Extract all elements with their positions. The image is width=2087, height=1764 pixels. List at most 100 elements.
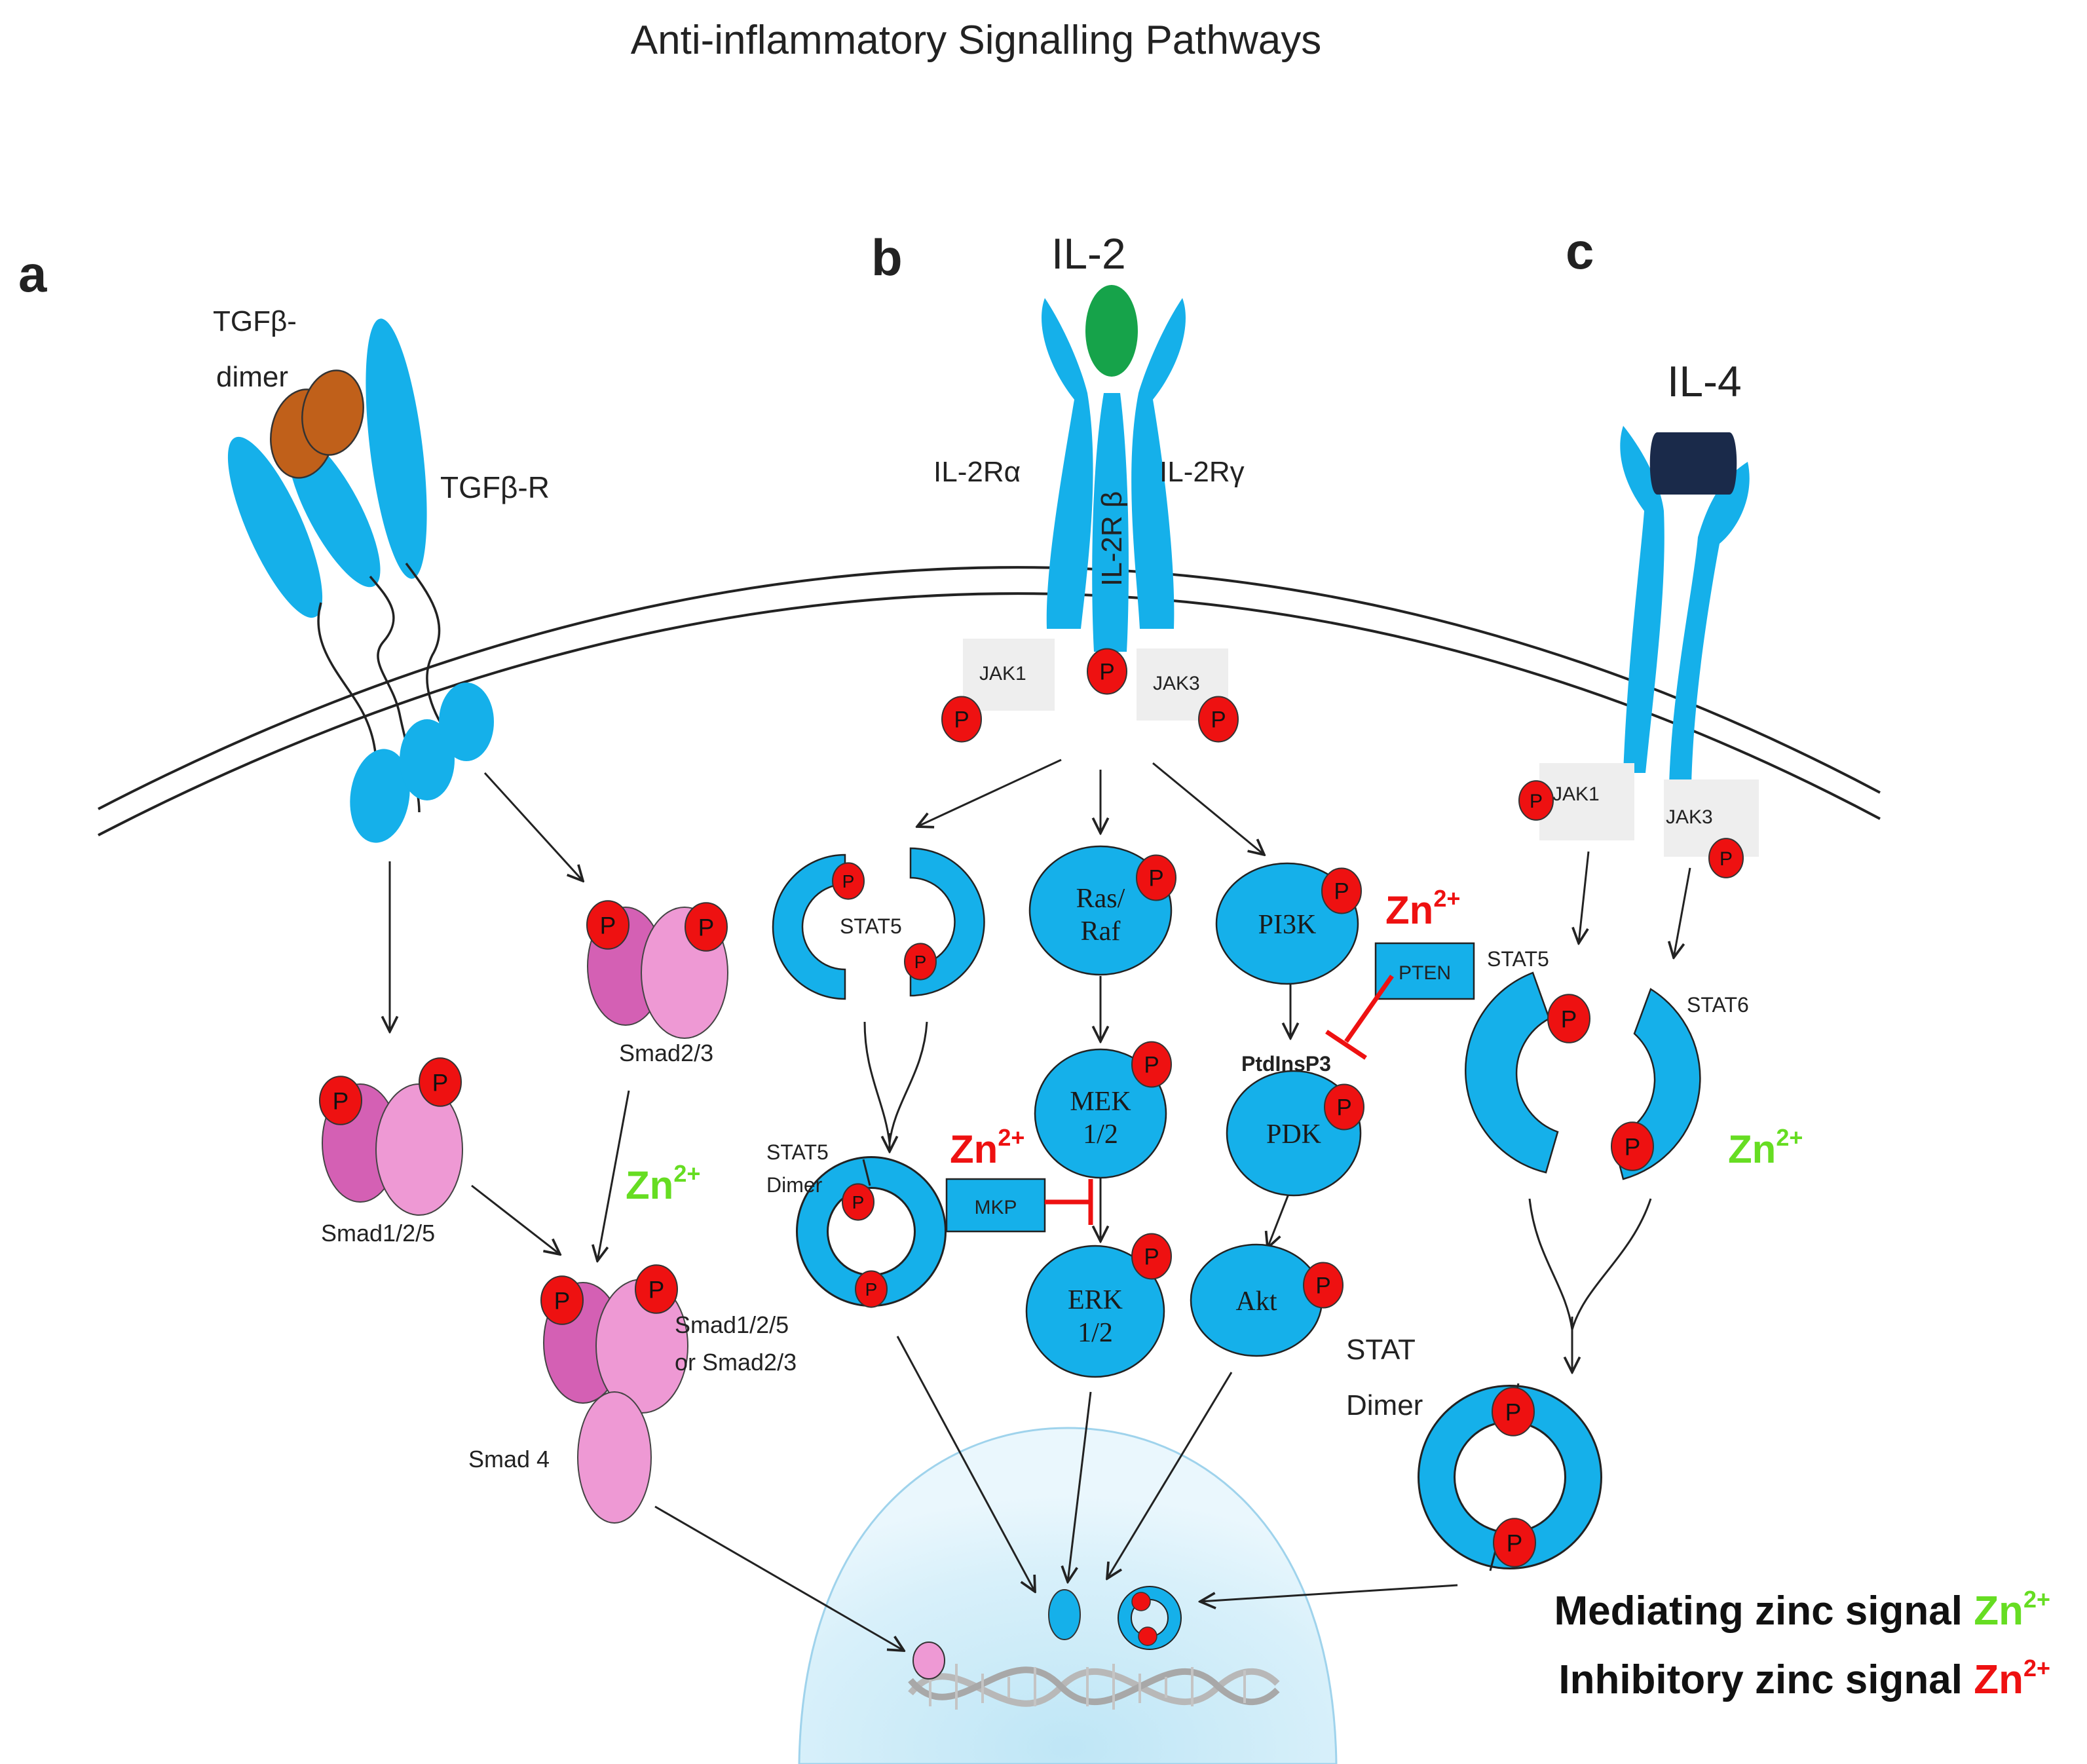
phospho-marker: P [1303, 1262, 1344, 1309]
phospho-label: P [1148, 866, 1163, 891]
tgf-receptor [227, 318, 494, 843]
tgf-dimer [270, 369, 364, 479]
erk-node [1025, 1245, 1165, 1378]
c-jak3-box [1664, 779, 1759, 857]
phospho-marker: P [1492, 1387, 1535, 1436]
phospho-circle [540, 1275, 584, 1325]
c-stat5-label: STAT5 [1487, 947, 1549, 971]
phospho-circle [419, 1057, 462, 1107]
phospho-marker: P [832, 862, 865, 900]
c-stat-dimer-label-1: STAT [1346, 1334, 1416, 1366]
phospho-circle [1611, 1121, 1654, 1171]
nuclear-smad [912, 1642, 945, 1680]
phospho-circle [855, 1270, 888, 1308]
smad-complex-label-2: or Smad2/3 [675, 1349, 797, 1376]
phospho-circle [635, 1264, 678, 1314]
nuclear-stat-dimer [1118, 1586, 1182, 1650]
phospho-label: P [1625, 1133, 1641, 1160]
phospho-marker: P [1547, 994, 1590, 1043]
phospho-marker: P [842, 1183, 874, 1221]
phospho-label: P [1530, 791, 1543, 812]
pten-label: PTEN [1399, 962, 1451, 984]
akt-label: Akt [1236, 1286, 1277, 1317]
phospho-marker: P [1493, 1518, 1536, 1567]
mek-node [1034, 1048, 1167, 1179]
il2-receptor [1042, 298, 1186, 652]
phospho-circle [1131, 1233, 1172, 1280]
legend: Mediating zinc signal Zn2+ Inhibitory zi… [1554, 1586, 2050, 1702]
phospho-circle [1087, 648, 1127, 695]
phospho-label: P [842, 871, 855, 891]
il4-receptor [1620, 426, 1750, 786]
phospho-circle [832, 862, 865, 900]
phospho-circle [1492, 1387, 1535, 1436]
mkp-inhibition [1045, 1179, 1093, 1225]
mkp-label: MKP [974, 1197, 1017, 1218]
cell-membrane-outer [98, 566, 1881, 810]
c-jak1-box [1539, 763, 1634, 840]
legend-mediating: Mediating zinc signal Zn2+ [1554, 1586, 2050, 1634]
jak1-box [963, 639, 1055, 711]
il2-label: IL-2 [1051, 229, 1126, 278]
phospho-circle [904, 943, 937, 981]
phospho-circle [1131, 1041, 1172, 1088]
panel-c-arrows [1200, 851, 1691, 1602]
pten-inhibition [1325, 974, 1394, 1060]
phospho-label: P [1507, 1529, 1523, 1556]
phospho-circle [685, 902, 728, 952]
phospho-marker: P [586, 900, 630, 950]
panel-a-arrows [390, 772, 904, 1651]
phospho-label: P [1144, 1245, 1159, 1270]
stat5-monomers [772, 847, 985, 1000]
phospho-marker: P [419, 1057, 462, 1107]
mkp-box [945, 1178, 1046, 1233]
phospho-marker: P [1087, 648, 1127, 695]
phospho-label: P [1561, 1005, 1577, 1032]
phospho-label: P [954, 707, 969, 733]
phospho-circle [1324, 1083, 1364, 1131]
tgf-dimer-label-1: TGFβ- [213, 305, 297, 337]
smad23-label: Smad2/3 [619, 1040, 713, 1066]
phospho-marker: P [319, 1076, 362, 1125]
rasraf-label-2: Raf [1081, 916, 1121, 947]
pi3k-label: PI3K [1258, 910, 1317, 940]
tgf-receptor-label: TGFβ-R [440, 470, 550, 504]
c-stat5-monomer [1465, 971, 1559, 1174]
erk-label-1: ERK [1068, 1285, 1123, 1315]
phospho-label: P [1099, 660, 1114, 685]
phospho-label: P [649, 1276, 665, 1303]
smad-complex-label-1: Smad1/2/5 [675, 1311, 789, 1338]
phospho-circle [1518, 780, 1554, 821]
rasraf-node [1028, 845, 1173, 976]
il4-ligand [1649, 432, 1737, 495]
phospho-label: P [554, 1287, 571, 1314]
cell-membrane-inner [98, 592, 1881, 836]
phospho-marker: P [1518, 780, 1554, 821]
il2r-beta-label: IL-2R β [1096, 491, 1128, 586]
phospho-circle [1303, 1262, 1344, 1309]
phospho-marker: P [1324, 1083, 1364, 1131]
phospho-circle [586, 900, 630, 950]
c-jak3-label: JAK3 [1666, 806, 1713, 828]
phospho-label: P [1720, 848, 1733, 870]
phospho-label: P [1505, 1398, 1522, 1425]
phospho-circle [941, 696, 982, 743]
legend-inhibitory: Inhibitory zinc signal Zn2+ [1558, 1655, 2050, 1702]
rasraf-label-1: Ras/ [1076, 884, 1125, 914]
phospho-marker: P [1611, 1121, 1654, 1171]
c-jak1-label: JAK1 [1552, 783, 1600, 805]
panel-b-zinc-mek: Zn2+ [950, 1124, 1025, 1171]
phospho-marker: P [1131, 1041, 1172, 1088]
phospho-marker: P [635, 1264, 678, 1314]
il4-label: IL-4 [1667, 357, 1742, 405]
phospho-label: P [852, 1192, 865, 1212]
tgf-dimer-label-2: dimer [216, 361, 288, 393]
stat5-dimer-label-1: STAT5 [766, 1140, 829, 1164]
phospho-label: P [1336, 1095, 1351, 1121]
smad4-label: Smad 4 [468, 1446, 550, 1473]
il2r-gamma-label: IL-2Rγ [1159, 456, 1245, 488]
smad-complex [543, 1279, 688, 1524]
